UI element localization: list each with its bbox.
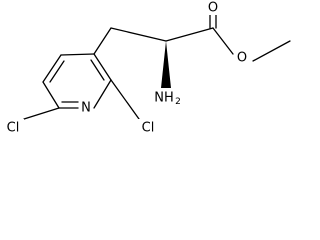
- pyridine-ring: [42, 53, 112, 109]
- svg-text:N: N: [81, 101, 91, 116]
- atom-label-ring-nitrogen: N: [79, 101, 93, 116]
- svg-text:Cl: Cl: [7, 121, 20, 136]
- svg-text:Cl: Cl: [142, 121, 155, 136]
- ring-double-bond-c2-c3: [90, 59, 105, 81]
- ring-double-bond-c4-c5: [49, 60, 65, 83]
- ring-bond-c5-c6: [42, 81, 60, 109]
- ring-bond-c3-c4: [60, 53, 95, 56]
- svg-text:2: 2: [175, 97, 181, 107]
- bond-c2-cl: [110, 79, 140, 120]
- ring-bond-c2-c3: [93, 53, 112, 81]
- atom-label-carbonyl-oxygen: O: [206, 0, 220, 16]
- atom-label-chlorine-left: Cl: [2, 119, 24, 136]
- molecular-structure: O O NH 2 N Cl Cl: [2, 0, 291, 136]
- svg-text:O: O: [208, 1, 218, 16]
- bond-alpha-carbon-carbonyl: [165, 27, 214, 42]
- svg-text:O: O: [237, 51, 247, 66]
- bond-carbonyl-ester-o: [212, 27, 234, 55]
- bond-ester-o-methyl: [252, 40, 291, 62]
- ring-bond-c4-c5: [42, 54, 62, 83]
- svg-text:NH: NH: [154, 91, 174, 106]
- stereo-wedge-bond: [161, 41, 171, 88]
- atom-label-ester-oxygen: O: [235, 51, 249, 66]
- atom-label-chlorine-right: Cl: [137, 119, 159, 136]
- bond-ch2-alpha-carbon: [110, 27, 167, 42]
- bond-c3-ch2: [93, 27, 112, 55]
- bond-c6-cl: [23, 107, 60, 120]
- ring-bond-n1-c2: [93, 79, 112, 109]
- atom-label-amine: NH 2: [154, 88, 181, 107]
